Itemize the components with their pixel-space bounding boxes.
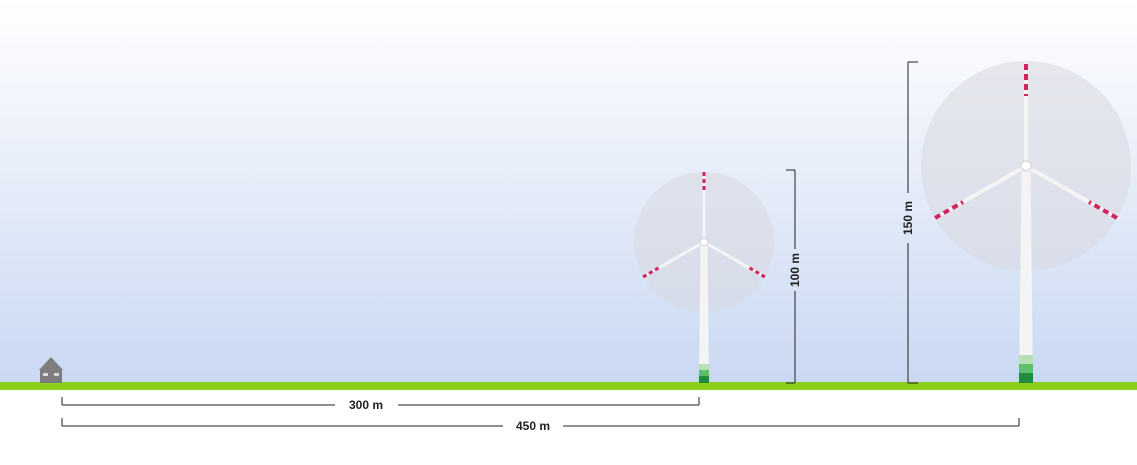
tower-base	[1019, 355, 1033, 364]
distance-dimension-300	[61, 397, 700, 406]
nacelle-hub	[1020, 160, 1032, 172]
rotor-blades	[933, 62, 1119, 220]
rotor-blades	[641, 170, 767, 279]
height-label-150: 150 m	[901, 201, 915, 235]
distance-label-450: 450 m	[516, 419, 550, 433]
tower	[1019, 166, 1033, 383]
nacelle-hub	[699, 237, 709, 247]
ground-line	[0, 382, 1137, 390]
wind-turbine-icon	[921, 61, 1131, 383]
height-dimension-100	[786, 169, 796, 384]
tower	[699, 242, 709, 383]
house-icon	[39, 357, 63, 383]
height-dimension-150	[907, 61, 918, 384]
height-label-100: 100 m	[788, 253, 802, 287]
distance-label-300: 300 m	[349, 398, 383, 412]
distance-dimension-450	[61, 418, 1020, 427]
wind-turbine-icon	[634, 170, 774, 383]
tower-base	[699, 364, 709, 370]
